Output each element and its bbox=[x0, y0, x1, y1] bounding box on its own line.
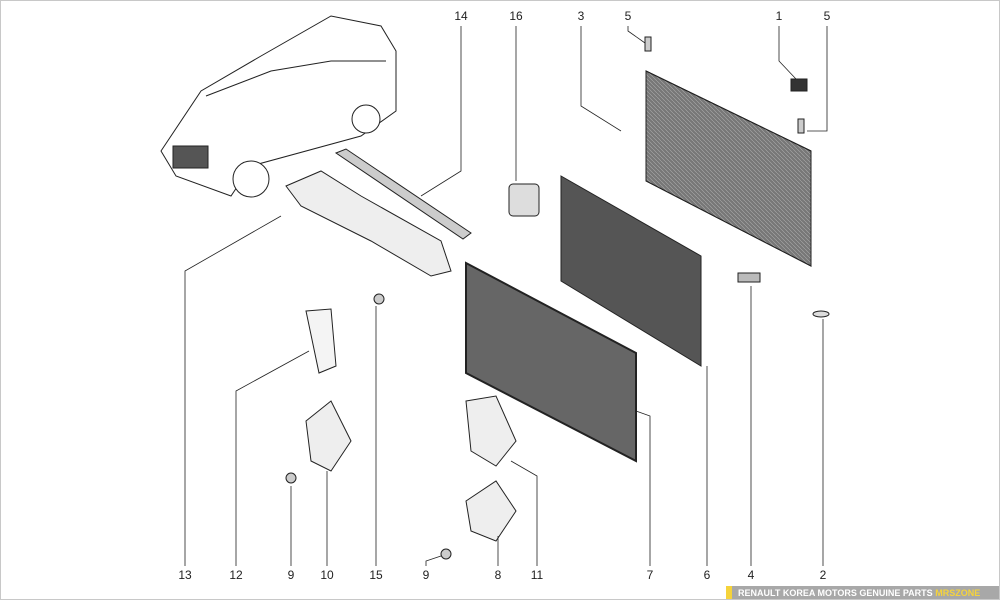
part-8 bbox=[465, 480, 517, 542]
callout-5b: 5 bbox=[823, 9, 831, 23]
part-12 bbox=[305, 308, 337, 374]
part-16 bbox=[508, 183, 540, 217]
callout-16: 16 bbox=[509, 9, 523, 23]
watermark-banner: RENAULT KOREA MOTORS GENUINE PARTS MRSZO… bbox=[726, 586, 999, 599]
part-1 bbox=[790, 78, 808, 92]
callout-8: 8 bbox=[494, 568, 502, 582]
part-15-bolt bbox=[373, 293, 385, 305]
part-9-screw bbox=[440, 548, 452, 560]
callout-10: 10 bbox=[320, 568, 334, 582]
part-10 bbox=[305, 400, 352, 472]
callout-14: 14 bbox=[454, 9, 468, 23]
vehicle-illustration bbox=[160, 15, 397, 198]
callout-9b: 9 bbox=[422, 568, 430, 582]
part-5 bbox=[644, 36, 652, 52]
part-6-condenser bbox=[560, 175, 702, 367]
part-13 bbox=[285, 170, 452, 277]
callout-6: 6 bbox=[703, 568, 711, 582]
callout-4: 4 bbox=[747, 568, 755, 582]
callout-7: 7 bbox=[646, 568, 654, 582]
banner-text: RENAULT KOREA MOTORS GENUINE PARTS bbox=[738, 588, 933, 598]
callout-5: 5 bbox=[624, 9, 632, 23]
part-2 bbox=[812, 310, 830, 318]
callout-12: 12 bbox=[229, 568, 243, 582]
part-11 bbox=[465, 395, 517, 467]
callout-2: 2 bbox=[819, 568, 827, 582]
callout-13: 13 bbox=[178, 568, 192, 582]
callout-3: 3 bbox=[577, 9, 585, 23]
banner-brand: MRSZONE bbox=[935, 588, 981, 598]
part-4 bbox=[737, 272, 761, 283]
part-14 bbox=[334, 148, 472, 240]
accent-bar bbox=[726, 586, 732, 599]
part-5 bbox=[797, 118, 805, 134]
callout-15: 15 bbox=[369, 568, 383, 582]
leader-lines bbox=[184, 26, 828, 566]
part-9-screw bbox=[285, 472, 297, 484]
callout-1: 1 bbox=[775, 9, 783, 23]
callout-11: 11 bbox=[530, 568, 544, 582]
callout-9: 9 bbox=[287, 568, 295, 582]
